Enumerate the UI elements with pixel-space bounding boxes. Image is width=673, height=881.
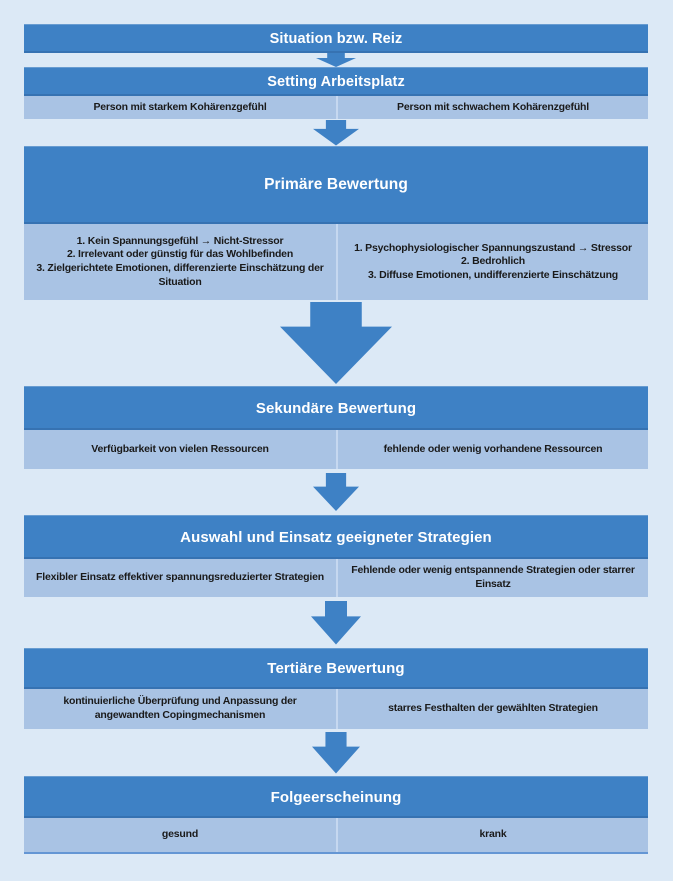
stage-title: Tertiäre Bewertung bbox=[267, 660, 405, 677]
cell-healthy: gesund bbox=[24, 818, 336, 852]
cell-few-resources: fehlende oder wenig vorhandene Ressource… bbox=[336, 430, 648, 469]
connector-zone bbox=[24, 53, 648, 67]
cell-rigid-adherence: starres Festhalten der gewählten Strateg… bbox=[336, 689, 648, 729]
flowchart-content: Situation bzw. Reiz Setting Arbeitsplatz… bbox=[24, 24, 648, 854]
stage-title: Auswahl und Einsatz geeigneter Strategie… bbox=[180, 528, 492, 546]
cell-text: krank bbox=[479, 828, 507, 841]
cell-continuous-adjustment: kontinuierliche Überprüfung und Anpassun… bbox=[24, 689, 336, 729]
stage-title: Folgeerscheinung bbox=[270, 788, 402, 806]
cell-text: gesund bbox=[161, 828, 199, 841]
cell-primary-right-list: 1. Psychophysiologischer Spannungszustan… bbox=[336, 224, 648, 300]
stage-bar-primary-appraisal: Primäre Bewertung bbox=[24, 146, 648, 224]
list-item: 1. Kein Spannungsgefühl → Nicht-Stressor bbox=[76, 234, 284, 247]
list-item: 2. Bedrohlich bbox=[461, 255, 525, 268]
cell-rigid-strategies: Fehlende oder wenig entspannende Strateg… bbox=[336, 559, 648, 597]
cell-text: Person mit starkem Kohärenzgefühl bbox=[93, 100, 267, 113]
stage-row-setting: Person mit starkem Kohärenzgefühl Person… bbox=[24, 96, 648, 119]
cell-weak-coherence: Person mit schwachem Kohärenzgefühl bbox=[336, 96, 648, 119]
arrow-down-icon bbox=[280, 302, 392, 384]
stage-row-outcome: gesund krank bbox=[24, 818, 648, 854]
cell-text: Person mit schwachem Kohärenzgefühl bbox=[397, 100, 589, 113]
stage-bar-setting: Setting Arbeitsplatz bbox=[24, 67, 648, 96]
stage-row-secondary-appraisal: Verfügbarkeit von vielen Ressourcen fehl… bbox=[24, 430, 648, 469]
stage-bar-situation: Situation bzw. Reiz bbox=[24, 24, 648, 53]
cell-strong-coherence: Person mit starkem Kohärenzgefühl bbox=[24, 96, 336, 119]
cell-text: fehlende oder wenig vorhandene Ressource… bbox=[383, 442, 603, 455]
list-item: 1. Psychophysiologischer Spannungszustan… bbox=[354, 241, 632, 254]
cell-text: kontinuierliche Überprüfung und Anpassun… bbox=[63, 695, 297, 721]
arrow-down-icon bbox=[313, 119, 359, 146]
stage-title: Setting Arbeitsplatz bbox=[267, 73, 405, 90]
connector-zone bbox=[24, 729, 648, 776]
arrow-down-icon bbox=[313, 473, 359, 511]
stage-bar-secondary-appraisal: Sekundäre Bewertung bbox=[24, 386, 648, 430]
list-item: 2. Irrelevant oder günstig für das Wohlb… bbox=[66, 248, 294, 261]
cell-text: starres Festhalten der gewählten Strateg… bbox=[388, 702, 598, 715]
stage-title: Situation bzw. Reiz bbox=[269, 30, 403, 47]
connector-zone bbox=[24, 300, 648, 386]
arrow-down-icon bbox=[312, 731, 360, 774]
stage-row-primary-appraisal: 1. Kein Spannungsgefühl → Nicht-Stressor… bbox=[24, 224, 648, 300]
cell-ill: krank bbox=[336, 818, 648, 852]
arrow-down-icon bbox=[311, 600, 361, 645]
stage-row-strategy-selection: Flexibler Einsatz effektiver spannungsre… bbox=[24, 559, 648, 597]
cell-text: Verfügbarkeit von vielen Ressourcen bbox=[91, 442, 269, 455]
stage-bar-tertiary-appraisal: Tertiäre Bewertung bbox=[24, 648, 648, 689]
stage-bar-outcome: Folgeerscheinung bbox=[24, 776, 648, 818]
connector-zone bbox=[24, 597, 648, 648]
connector-zone bbox=[24, 119, 648, 146]
list-item: 3. Diffuse Emotionen, undifferenzierte E… bbox=[368, 268, 618, 281]
stage-row-tertiary-appraisal: kontinuierliche Überprüfung und Anpassun… bbox=[24, 689, 648, 729]
cell-text: Fehlende oder wenig entspannende Strateg… bbox=[351, 564, 635, 590]
stage-bar-strategy-selection: Auswahl und Einsatz geeigneter Strategie… bbox=[24, 515, 648, 559]
connector-zone bbox=[24, 469, 648, 515]
cell-many-resources: Verfügbarkeit von vielen Ressourcen bbox=[24, 430, 336, 469]
stage-title: Primäre Bewertung bbox=[264, 176, 408, 193]
cell-flexible-strategies: Flexibler Einsatz effektiver spannungsre… bbox=[24, 559, 336, 597]
stage-title: Sekundäre Bewertung bbox=[255, 399, 417, 417]
arrow-down-icon bbox=[316, 53, 356, 67]
cell-text: Flexibler Einsatz effektiver spannungsre… bbox=[36, 571, 324, 584]
cell-primary-left-list: 1. Kein Spannungsgefühl → Nicht-Stressor… bbox=[24, 224, 336, 300]
list-item: 3. Zielgerichtete Emotionen, differenzie… bbox=[36, 262, 324, 288]
